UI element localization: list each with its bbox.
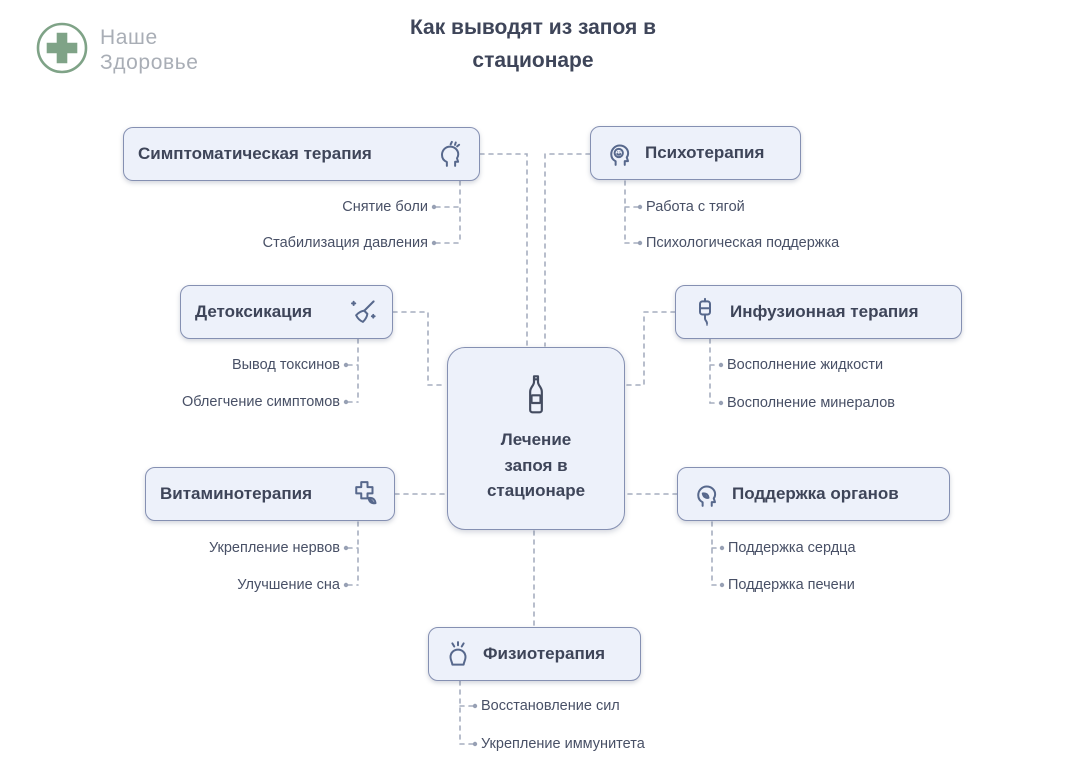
sub-item: Вывод токсинов — [231, 357, 340, 373]
center-label-line2: запоя в — [504, 455, 568, 475]
node-label: Поддержка органов — [732, 484, 899, 503]
sub-item: Облегчение симптомов — [181, 394, 340, 410]
sub-item: Укрепление нервов — [208, 540, 340, 556]
node-detox: Детоксикация — [180, 285, 393, 339]
page-title: Как выводят из запоя в стационаре — [313, 12, 753, 77]
node-label: Физиотерапия — [483, 644, 606, 663]
node-organ-support: Поддержка органов — [677, 467, 950, 521]
page-title-line2: стационаре — [472, 48, 594, 72]
node-label: Симптоматическая терапия — [138, 144, 372, 163]
medical-cross-logo-icon — [34, 20, 90, 81]
sub-item: Поддержка печени — [728, 577, 855, 593]
head-pain-icon — [435, 139, 465, 169]
head-smile-icon — [605, 138, 635, 168]
sub-item: Снятие боли — [342, 199, 428, 215]
node-psychotherapy: Психотерапия — [590, 126, 801, 180]
sub-item: Психологическая поддержка — [646, 235, 840, 251]
head-leaf-icon — [692, 479, 722, 509]
sub-item: Улучшение сна — [237, 577, 340, 593]
brand-name-line1: Наше — [100, 25, 158, 49]
massage-icon — [443, 639, 473, 669]
sub-item: Работа с тягой — [646, 199, 745, 215]
sub-item: Укрепление иммунитета — [481, 736, 645, 752]
sub-item: Поддержка сердца — [728, 540, 856, 556]
sub-item: Восстановление сил — [481, 698, 620, 714]
sub-item: Восполнение жидкости — [727, 357, 884, 373]
node-physiotherapy: Физиотерапия — [428, 627, 641, 681]
node-label: Психотерапия — [645, 143, 765, 162]
iv-drip-icon — [690, 297, 720, 327]
center-label-line3: стационаре — [486, 481, 586, 501]
node-label: Детоксикация — [195, 302, 313, 321]
node-symptomatic-therapy: Симптоматическая терапия — [123, 127, 480, 181]
center-label-line1: Лечение — [500, 430, 572, 450]
cross-leaf-icon — [350, 479, 380, 509]
brand-name: Наше Здоровье — [100, 26, 199, 76]
page-title-line1: Как выводят из запоя в — [409, 16, 657, 39]
bottle-icon — [516, 373, 556, 417]
node-label: Инфузионная терапия — [730, 302, 919, 321]
sub-item: Восполнение минералов — [727, 395, 895, 411]
node-central-treatment: Лечение запоя в стационаре — [447, 347, 625, 530]
sub-item: Стабилизация давления — [262, 235, 428, 251]
brand-logo: Наше Здоровье — [34, 20, 199, 81]
node-label: Витаминотерапия — [160, 484, 313, 503]
node-infusion-therapy: Инфузионная терапия — [675, 285, 962, 339]
brand-name-line2: Здоровье — [100, 50, 199, 74]
node-vitamin-therapy: Витаминотерапия — [145, 467, 395, 521]
broom-icon — [348, 297, 378, 327]
